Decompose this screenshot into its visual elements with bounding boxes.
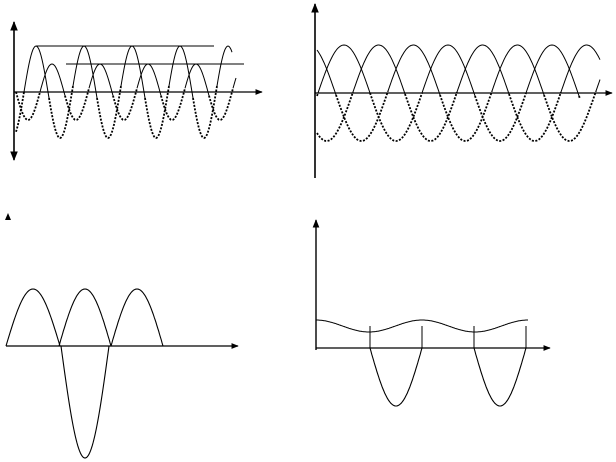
sine-wave-a-positive-half (168, 45, 194, 99)
phase-wave-b-positive-half (352, 44, 406, 95)
phase-wave-a-positive-half (525, 44, 580, 97)
ripple-line (316, 319, 528, 333)
rectified-pulse-group (5, 288, 164, 459)
sine-wave-b-positive-half (39, 63, 66, 96)
sine-wave-a-negative-half (144, 85, 170, 139)
phase-wave-a-negative-half (474, 92, 527, 142)
phase-wave-c-negative-half (543, 90, 597, 142)
panel-bottom-left (5, 213, 239, 459)
phase-wave-a-positive-half (317, 44, 371, 94)
phase-wave-c-positive-half (387, 44, 441, 96)
phase-wave-c-negative-half (439, 90, 493, 142)
downward-lobe-2 (473, 347, 527, 407)
panel-top-right (311, 3, 613, 178)
sine-wave-b-positive-half (184, 63, 210, 96)
sine-wave-group (15, 45, 237, 139)
downward-lobe-1 (369, 347, 423, 407)
phase-wave-a-negative-half (578, 95, 581, 100)
rectified-pulse-1 (5, 288, 61, 347)
phase-wave-b-positive-half (456, 44, 510, 95)
sine-wave-b-negative-half (160, 88, 186, 121)
phase-wave-b-negative-half (316, 91, 354, 142)
y-axis-arrowhead (5, 213, 11, 220)
sine-wave-b-negative-half (208, 88, 234, 121)
sine-wave-a-positive-half (216, 45, 233, 87)
sine-wave-b-negative-half (112, 88, 138, 121)
ripple-wave-group (316, 319, 528, 407)
sine-wave-b-positive-half (136, 63, 162, 96)
phase-wave-c-positive-half (491, 44, 545, 96)
phase-wave-c-positive-half (316, 49, 337, 96)
phase-wave-c-negative-half (335, 90, 389, 142)
sine-wave-b-positive-half (88, 63, 114, 96)
panel-bottom-right (312, 219, 551, 407)
phase-wave-c-positive-half (595, 79, 601, 92)
inverted-pulse (60, 345, 110, 459)
sine-wave-a-negative-half (15, 91, 25, 133)
panel-top-left (10, 21, 263, 161)
phase-wave-b-negative-half (404, 91, 458, 142)
rectified-pulse-3 (110, 288, 164, 347)
phase-wave-b-negative-half (508, 91, 562, 142)
sine-wave-b-negative-half (64, 88, 90, 121)
phase-wave-a-negative-half (316, 92, 319, 97)
sine-wave-a-negative-half (96, 85, 122, 139)
sine-wave-b-positive-half (232, 77, 237, 89)
sine-wave-a-positive-half (23, 45, 50, 99)
phase-wave-a-positive-half (421, 44, 476, 97)
sine-wave-a-negative-half (192, 85, 218, 139)
phase-wave-b-positive-half (560, 44, 601, 93)
sine-wave-b-negative-half (15, 91, 41, 121)
three-phase-wave-group (316, 44, 601, 142)
rectified-pulse-2 (58, 288, 112, 347)
sine-wave-a-positive-half (72, 45, 98, 99)
sine-wave-a-positive-half (120, 45, 146, 99)
sine-wave-a-negative-half (48, 85, 74, 139)
